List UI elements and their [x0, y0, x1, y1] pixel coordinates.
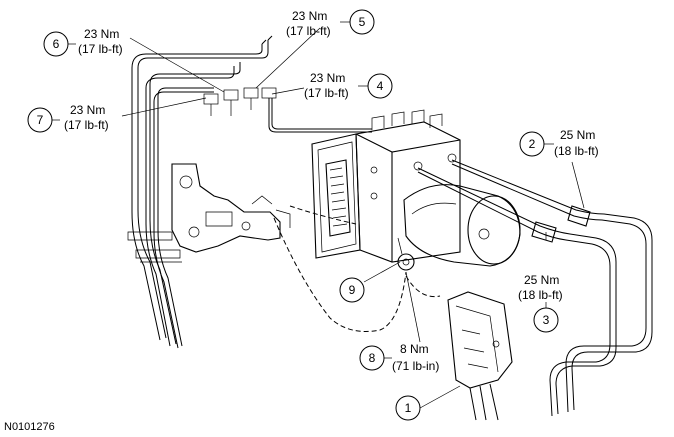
- callout-7: 7 23 Nm (17 lb-ft): [27, 103, 109, 133]
- mounting-bracket: [171, 163, 291, 253]
- callout-3-number: 3: [543, 313, 550, 327]
- wiring-harness: [273, 205, 513, 421]
- callout-9-number: 9: [349, 283, 356, 297]
- callout-8-number: 8: [369, 351, 376, 365]
- callout-6-torque-nm: 23 Nm: [84, 27, 119, 41]
- callout-2: 2 25 Nm (18 lb-ft): [519, 128, 599, 158]
- callout-5-circle: [349, 9, 375, 35]
- callout-5-torque-nm: 23 Nm: [292, 9, 327, 23]
- callout-4-circle: [367, 73, 393, 99]
- left-brake-tube-bundle: [127, 35, 273, 349]
- callout-7-torque-imperial: (17 lb-ft): [64, 118, 109, 132]
- callout-2-torque-imperial: (18 lb-ft): [554, 144, 599, 158]
- leader-lines: [121, 27, 585, 409]
- callout-1: 1: [395, 395, 421, 421]
- callout-5: 23 Nm (17 lb-ft) 5: [286, 9, 375, 38]
- callout-6-torque-imperial: (17 lb-ft): [78, 42, 123, 56]
- callout-8-torque-nm: 8 Nm: [400, 342, 429, 356]
- callout-6: 6 23 Nm (17 lb-ft): [43, 27, 123, 57]
- callout-8-torque-imperial: (71 lb-in): [392, 359, 439, 373]
- callout-9: 9: [339, 277, 365, 303]
- callout-7-number: 7: [37, 113, 44, 127]
- callout-3-torque-imperial: (18 lb-ft): [518, 288, 563, 302]
- callout-5-torque-imperial: (17 lb-ft): [286, 24, 331, 38]
- callout-1-circle: [395, 395, 421, 421]
- callout-4-torque-imperial: (17 lb-ft): [304, 86, 349, 100]
- callout-2-number: 2: [529, 137, 536, 151]
- callout-6-number: 6: [53, 37, 60, 51]
- hydraulic-control-unit: [311, 109, 521, 271]
- upper-tube-fittings: [203, 87, 372, 133]
- callout-8: 8 8 Nm (71 lb-in): [359, 342, 439, 373]
- callout-4: 23 Nm (17 lb-ft) 4: [304, 71, 393, 100]
- figure-id: N0101276: [4, 421, 55, 433]
- callout-3-torque-nm: 25 Nm: [524, 273, 559, 287]
- callout-3: 25 Nm (18 lb-ft) 3: [518, 273, 563, 333]
- right-brake-tubes: [417, 159, 653, 417]
- callout-3-circle: [533, 307, 559, 333]
- callout-4-number: 4: [377, 79, 384, 93]
- callout-5-number: 5: [359, 15, 366, 29]
- callout-4-torque-nm: 23 Nm: [310, 71, 345, 85]
- callout-1-number: 1: [405, 401, 412, 415]
- callout-7-torque-nm: 23 Nm: [70, 103, 105, 117]
- callout-9-circle: [339, 277, 365, 303]
- callout-2-torque-nm: 25 Nm: [560, 128, 595, 142]
